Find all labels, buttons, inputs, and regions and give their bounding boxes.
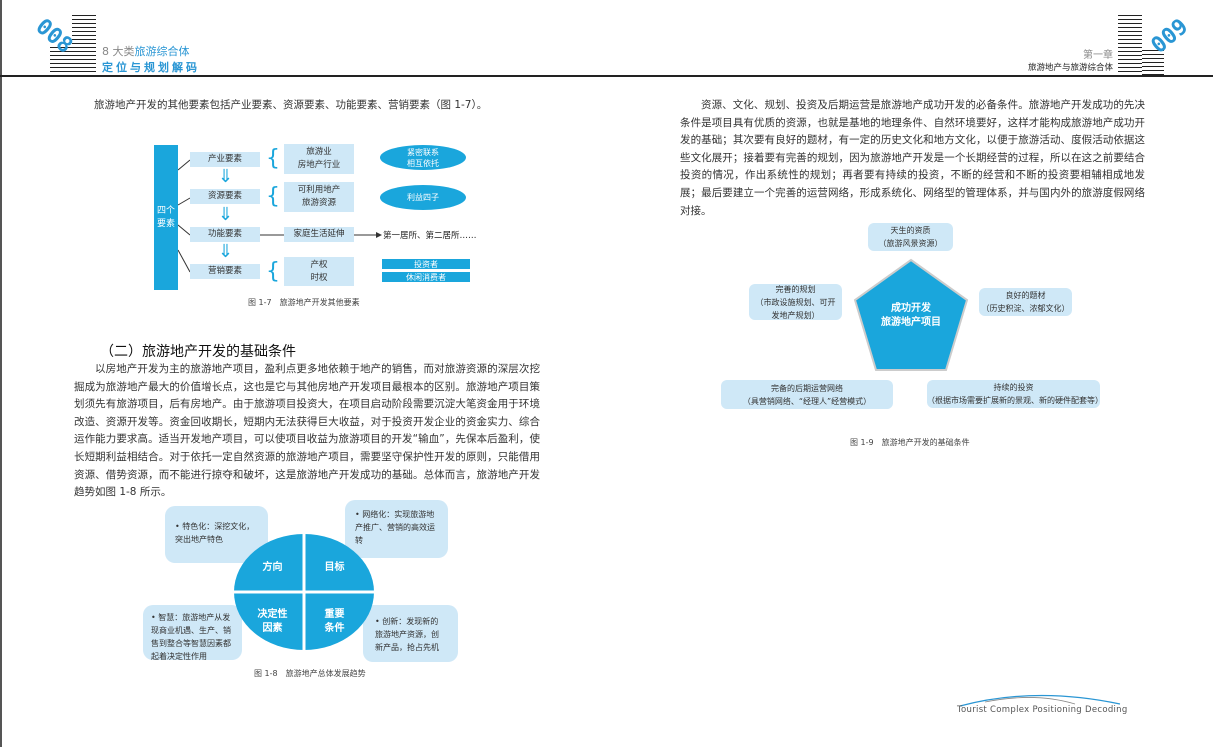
fig7-element: 产业要素 xyxy=(190,152,260,167)
fig7-element: 营销要素 xyxy=(190,264,260,279)
fig8-note: • 网络化：实现旅游地产推广、营销的高效运转 xyxy=(345,500,448,558)
fig9-bottom-right: 持续的投资 （根据市场需要扩展新的景观、新的硬件配套等） xyxy=(927,380,1103,408)
fig9-bottom-left: 完备的后期运营网络 （具营销网络、“经理人”经营模式） xyxy=(721,380,893,409)
fig7-element: 资源要素 xyxy=(190,189,260,204)
brace-icon: { xyxy=(266,184,280,209)
fig8-note: • 创新：发现新的旅游地产资源，创新产品，抢占先机 xyxy=(363,605,458,662)
fig9-right: 良好的题材 （历史积淀、浓郁文化） xyxy=(979,288,1072,316)
fig7-function-result: 第一居所、第二居所…… xyxy=(383,231,477,241)
fig9-sub: （具营销网络、“经理人”经营模式） xyxy=(742,396,872,406)
fig8-quadrant: 决定性 因素 xyxy=(257,609,288,634)
fig8-note: • 智慧：旅游地产从发现商业机遇、生产、销售到整合等智慧因素都起着决定性作用 xyxy=(143,605,242,661)
fig9-sub: （旅游风景资源） xyxy=(878,239,943,248)
header-rule xyxy=(0,75,1213,77)
fig9-title: 持续的投资 xyxy=(993,383,1034,392)
chapter-label: 第一章 xyxy=(1083,50,1113,61)
fig9-title: 天生的资质 xyxy=(890,226,931,235)
fig7-ellipse: 紧密联系 相互依托 xyxy=(380,145,466,170)
fig9-center: 成功开发 旅游地产项目 xyxy=(881,303,941,328)
fig8-caption: 图 1-8 旅游地产总体发展趋势 xyxy=(254,669,366,678)
fig7-detail: 旅游业 房地产行业 xyxy=(284,144,354,174)
down-arrow-icon: ⇓ xyxy=(218,241,234,262)
fig7-caption: 图 1-7 旅游地产开发其他要素 xyxy=(248,298,360,307)
fig7-ellipse: 利益四子 xyxy=(380,185,466,210)
brace-icon: { xyxy=(266,146,280,171)
fig9-title: 完善的规划 xyxy=(775,284,816,294)
fig9-left: 完善的规划 （市政设施规划、可开发地产规划） xyxy=(749,284,842,320)
series-blue: 旅游综合体 xyxy=(134,45,190,58)
series-prefix: 8 大类 xyxy=(102,45,135,58)
fig7-bar: 投资者 xyxy=(382,259,470,269)
header-stripes-left-small xyxy=(50,47,72,75)
fig9-sub: （根据市场需要扩展新的景观、新的硬件配套等） xyxy=(927,396,1103,405)
book-title: 定位与规划解码 xyxy=(102,61,200,74)
right-paragraph: 资源、文化、规划、投资及后期运营是旅游地产成功开发的必备条件。旅游地产开发成功的… xyxy=(680,99,1145,217)
brace-icon: { xyxy=(266,259,280,284)
fig7-connectors xyxy=(177,159,382,273)
header-stripes-right xyxy=(1118,15,1142,75)
fig7-four-elements: 四个要素 xyxy=(154,145,178,290)
fig8-quadrant: 重要 条件 xyxy=(324,609,345,634)
chapter-title: 旅游地产与旅游综合体 xyxy=(1027,63,1113,73)
footer-swoosh xyxy=(959,694,1121,707)
page-edge xyxy=(0,0,2,747)
fig9-caption: 图 1-9 旅游地产开发的基础条件 xyxy=(850,438,970,447)
footer-tagline: Tourist Complex Positioning Decoding xyxy=(957,705,1128,715)
header-stripes-right-small xyxy=(1142,50,1164,75)
fig9-pentagon xyxy=(853,258,969,371)
down-arrow-icon: ⇓ xyxy=(218,204,234,225)
fig9-title: 良好的题材 xyxy=(1005,291,1046,300)
section-heading: （二）旅游地产开发的基础条件 xyxy=(100,344,296,360)
fig7-detail: 产权 时权 xyxy=(284,257,354,286)
series-title: 8 大类旅游综合体 xyxy=(102,43,190,59)
fig9-title: 完备的后期运营网络 xyxy=(771,383,843,393)
fig7-element: 功能要素 xyxy=(190,227,260,242)
fig8-quadrant: 目标 xyxy=(324,562,345,573)
header-stripes-left xyxy=(72,15,96,75)
fig7-detail: 可利用地产 旅游资源 xyxy=(284,182,354,212)
fig7-detail: 家庭生活延伸 xyxy=(284,227,354,242)
down-arrow-icon: ⇓ xyxy=(218,166,234,187)
fig8-circle xyxy=(234,534,374,650)
fig9-top: 天生的资质 （旅游风景资源） xyxy=(868,223,953,251)
fig9-sub: （市政设施规划、可开发地产规划） xyxy=(755,297,836,320)
fig8-note: • 特色化：深挖文化，突出地产特色 xyxy=(165,506,268,563)
section-paragraph: 以房地产开发为主的旅游地产项目，盈利点更多地依赖于地产的销售，而对旅游资源的深层… xyxy=(74,363,540,499)
intro-text: 旅游地产开发的其他要素包括产业要素、资源要素、功能要素、营销要素（图 1-7）。 xyxy=(94,99,488,111)
fig7-bar: 休闲消费者 xyxy=(382,272,470,282)
fig9-sub: （历史积淀、浓郁文化） xyxy=(981,304,1070,313)
fig8-quadrant: 方向 xyxy=(262,562,283,573)
